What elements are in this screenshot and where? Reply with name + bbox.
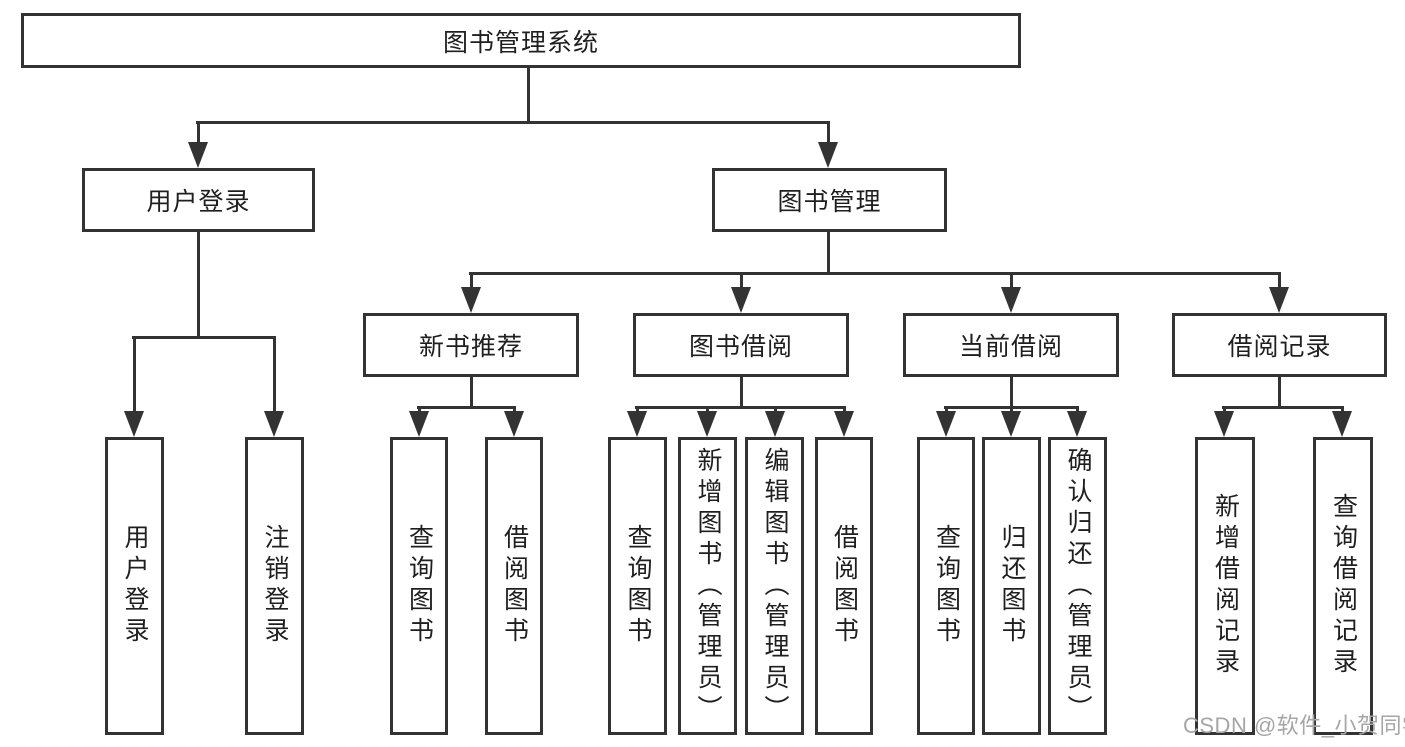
arrowhead-down-icon bbox=[936, 411, 956, 437]
leaf-label: 新增图书（管理员） bbox=[694, 446, 722, 726]
connector-line bbox=[469, 272, 1281, 275]
leaf-box-confirm-return-admin: 确认归还（管理员） bbox=[1048, 437, 1107, 735]
arrowhead-down-icon bbox=[1067, 411, 1087, 437]
leaf-box-user-login: 用户登录 bbox=[105, 437, 164, 735]
leaf-label: 查询图书 bbox=[624, 524, 652, 648]
connector-line bbox=[1222, 406, 1344, 409]
arrowhead-down-icon bbox=[124, 411, 144, 437]
connector-line bbox=[133, 336, 136, 415]
leaf-label: 新增借阅记录 bbox=[1211, 493, 1240, 679]
leaf-box-borrow-books: 借阅图书 bbox=[815, 437, 873, 735]
node-box-root: 图书管理系统 bbox=[21, 13, 1021, 68]
leaf-label: 注销登录 bbox=[261, 524, 289, 648]
leaf-label: 借阅图书 bbox=[830, 524, 859, 648]
connector-line bbox=[197, 121, 200, 147]
arrowhead-down-icon bbox=[1269, 287, 1289, 313]
node-label: 用户登录 bbox=[146, 188, 251, 216]
node-box-current-borrow: 当前借阅 bbox=[903, 313, 1119, 377]
connector-line bbox=[636, 406, 639, 415]
node-box-user-login: 用户登录 bbox=[82, 168, 315, 232]
connector-line bbox=[1076, 406, 1079, 415]
leaf-box-return-books: 归还图书 bbox=[982, 437, 1041, 735]
connector-line bbox=[273, 336, 276, 415]
node-box-book-management: 图书管理 bbox=[712, 168, 947, 232]
node-label: 图书管理 bbox=[777, 188, 882, 216]
arrowhead-down-icon bbox=[1001, 411, 1021, 437]
arrowhead-down-icon bbox=[731, 287, 751, 313]
arrowhead-down-icon bbox=[264, 411, 284, 437]
connector-line bbox=[706, 406, 709, 415]
leaf-box-edit-books-admin: 编辑图书（管理员） bbox=[745, 437, 804, 735]
connector-line bbox=[1010, 406, 1013, 415]
node-label: 新书推荐 bbox=[418, 333, 523, 361]
connector-line bbox=[843, 406, 846, 415]
leaf-label: 查询借阅记录 bbox=[1329, 493, 1358, 679]
connector-line bbox=[513, 406, 516, 415]
connector-line bbox=[470, 272, 473, 292]
leaf-label: 查询图书 bbox=[932, 524, 961, 648]
arrowhead-down-icon bbox=[818, 142, 838, 168]
connector-line bbox=[740, 272, 743, 292]
csdn-watermark: CSDN @软件_小贺同学 bbox=[1183, 713, 1405, 738]
arrowhead-down-icon bbox=[461, 287, 481, 313]
connector-line bbox=[1278, 377, 1281, 408]
connector-line bbox=[827, 121, 830, 147]
connector-line bbox=[417, 406, 515, 409]
leaf-box-add-books-admin: 新增图书（管理员） bbox=[678, 437, 737, 735]
arrowhead-down-icon bbox=[188, 142, 208, 168]
arrowhead-down-icon bbox=[834, 411, 854, 437]
leaf-box-query-books: 查询图书 bbox=[390, 437, 448, 735]
node-box-borrow-records: 借阅记录 bbox=[1172, 313, 1387, 377]
leaf-box-borrow-books: 借阅图书 bbox=[485, 437, 543, 735]
connector-line bbox=[827, 232, 830, 274]
leaf-label: 归还图书 bbox=[998, 524, 1026, 648]
node-label: 当前借阅 bbox=[958, 333, 1063, 361]
connector-line bbox=[197, 232, 200, 338]
leaf-box-query-books: 查询图书 bbox=[917, 437, 975, 735]
node-box-new-book-recommend: 新书推荐 bbox=[363, 313, 579, 377]
connector-line bbox=[1010, 272, 1013, 292]
node-box-book-borrow: 图书借阅 bbox=[633, 313, 849, 377]
connector-line bbox=[1278, 272, 1281, 292]
connector-line bbox=[740, 377, 743, 408]
connector-line bbox=[1010, 377, 1013, 408]
node-label: 图书借阅 bbox=[688, 333, 793, 361]
node-label: 借阅记录 bbox=[1227, 333, 1332, 361]
connector-line bbox=[774, 406, 777, 415]
leaf-label: 编辑图书（管理员） bbox=[761, 446, 789, 726]
arrowhead-down-icon bbox=[1214, 411, 1234, 437]
connector-line bbox=[1223, 406, 1226, 415]
leaf-box-query-books: 查询图书 bbox=[608, 437, 667, 735]
arrowhead-down-icon bbox=[504, 411, 524, 437]
leaf-box-add-borrow-record: 新增借阅记录 bbox=[1195, 437, 1255, 735]
leaf-box-query-borrow-record: 查询借阅记录 bbox=[1313, 437, 1373, 735]
leaf-box-logout: 注销登录 bbox=[245, 437, 304, 735]
connector-line bbox=[1341, 406, 1344, 415]
arrowhead-down-icon bbox=[1001, 287, 1021, 313]
connector-line bbox=[132, 336, 275, 339]
connector-line bbox=[196, 121, 830, 124]
arrowhead-down-icon bbox=[1332, 411, 1352, 437]
connector-line bbox=[945, 406, 948, 415]
arrowhead-down-icon bbox=[627, 411, 647, 437]
arrowhead-down-icon bbox=[697, 411, 717, 437]
arrowhead-down-icon bbox=[765, 411, 785, 437]
connector-line bbox=[527, 66, 530, 123]
leaf-label: 查询图书 bbox=[405, 524, 434, 648]
connector-line bbox=[635, 406, 845, 409]
leaf-label: 用户登录 bbox=[121, 524, 149, 648]
leaf-label: 确认归还（管理员） bbox=[1064, 446, 1092, 726]
arrowhead-down-icon bbox=[409, 411, 429, 437]
node-label-root: 图书管理系统 bbox=[442, 28, 599, 57]
connector-line bbox=[470, 377, 473, 408]
leaf-label: 借阅图书 bbox=[500, 524, 529, 648]
connector-line bbox=[418, 406, 421, 415]
